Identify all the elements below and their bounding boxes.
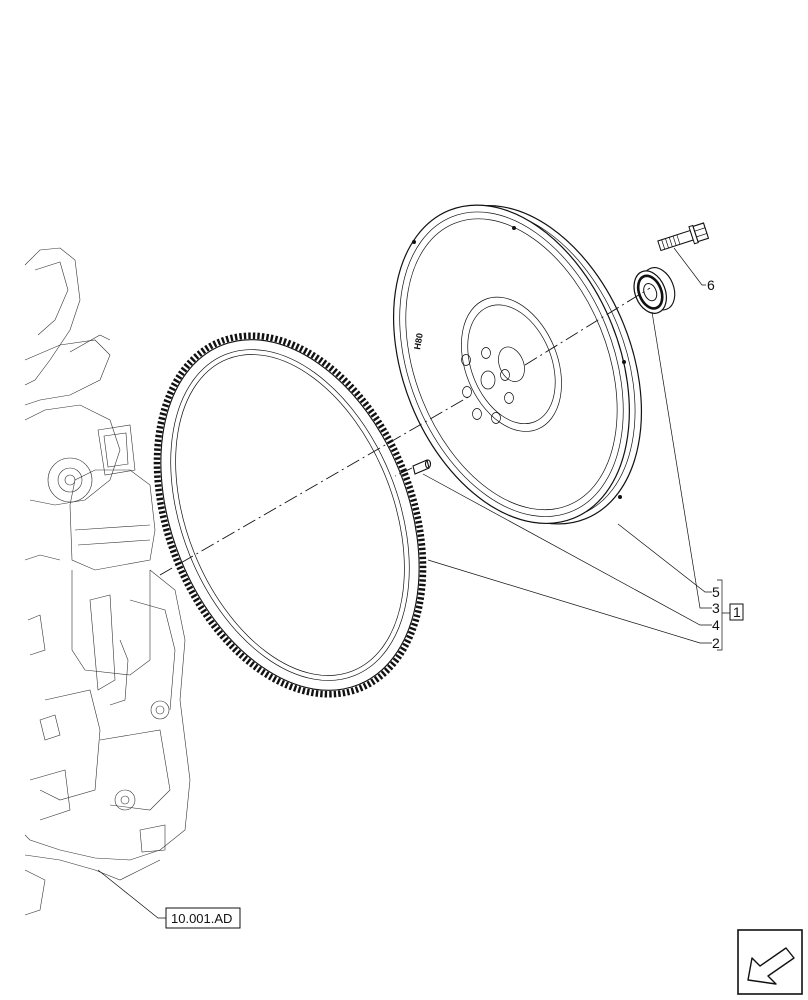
axis-line-pin: [394, 467, 413, 477]
flywheel-bolt: [657, 222, 710, 252]
ring-gear: [153, 332, 427, 698]
leader-lines: [97, 247, 712, 919]
axis-line-main: [159, 395, 471, 576]
flywheel-marking: H80: [412, 332, 425, 350]
callout-bolt: 6: [707, 277, 715, 293]
kit-bracket: [717, 579, 730, 651]
callout-dowel-pin: 4: [712, 617, 720, 633]
callout-ring-gear: 2: [712, 635, 720, 651]
pilot-bearing: [633, 267, 676, 314]
hub-bolt-holes: [461, 347, 514, 424]
dowel-pin: [412, 459, 432, 475]
flywheel: H80: [392, 204, 643, 525]
callout-kit: 1: [729, 603, 744, 621]
arrow-lower-left-icon[interactable]: [737, 929, 803, 995]
callout-bearing: 3: [712, 600, 720, 616]
engine-block: [24, 247, 191, 916]
svg-text:10.001.AD: 10.001.AD: [171, 911, 232, 926]
svg-text:1: 1: [733, 604, 741, 620]
callout-flywheel: 5: [712, 584, 720, 600]
reference-label[interactable]: 10.001.AD: [165, 907, 241, 929]
axis-line-bolt: [524, 287, 651, 366]
